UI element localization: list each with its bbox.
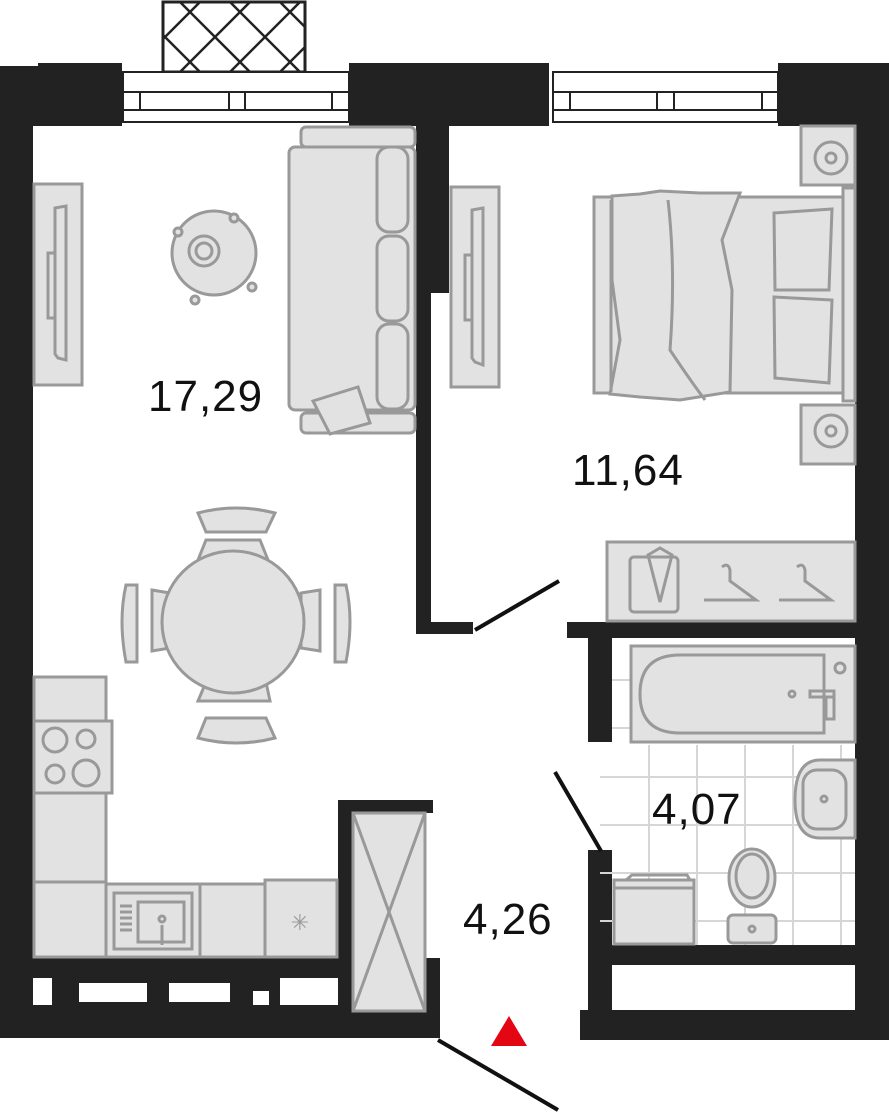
folded-shirt	[628, 555, 680, 614]
window-bedroom	[552, 71, 779, 123]
double-bed	[592, 186, 857, 403]
washing-machine	[612, 873, 696, 946]
tv-stand-bedroom	[449, 185, 501, 389]
wardrobe	[605, 540, 857, 623]
fridge-column	[351, 811, 427, 1013]
sink-cabinet	[104, 882, 202, 959]
entrance-door	[436, 1038, 560, 1112]
chair	[195, 716, 278, 745]
entrance-triangle	[491, 1016, 527, 1046]
cushion	[310, 385, 372, 436]
hanger	[704, 563, 761, 602]
area-label-bathroom: 4,07	[652, 785, 742, 834]
window-living	[122, 71, 350, 123]
chair	[195, 506, 278, 534]
bedroom-door	[473, 579, 561, 632]
dining-set	[120, 506, 352, 745]
area-label-living-kitchen: 17,29	[148, 372, 264, 421]
area-label-bedroom: 11,64	[572, 446, 684, 495]
balcony-grille	[161, 0, 307, 74]
dishwasher	[198, 882, 267, 959]
bathtub	[629, 644, 857, 744]
bottom-wall-windows	[33, 965, 855, 1010]
svg-text:✳: ✳	[291, 911, 309, 936]
sofa	[287, 125, 417, 436]
pillow	[772, 207, 834, 292]
kitchen-counter-left	[32, 675, 114, 884]
bathroom-door	[553, 770, 603, 853]
side-table	[170, 209, 258, 306]
walls	[0, 63, 889, 1040]
sink	[112, 891, 194, 951]
tv-stand-living	[32, 182, 84, 387]
washbasin	[793, 758, 857, 840]
doors	[436, 579, 603, 1112]
kitchen-counter-bottom: ✳	[32, 878, 339, 959]
toilet	[726, 847, 778, 945]
hanger	[779, 563, 836, 602]
area-label-hallway: 4,26	[463, 895, 553, 944]
pillow	[772, 295, 834, 385]
nightstand-bottom	[799, 403, 857, 466]
chair	[120, 583, 139, 664]
nightstand-top	[799, 124, 857, 187]
chair	[333, 583, 352, 664]
oven	[263, 878, 339, 959]
